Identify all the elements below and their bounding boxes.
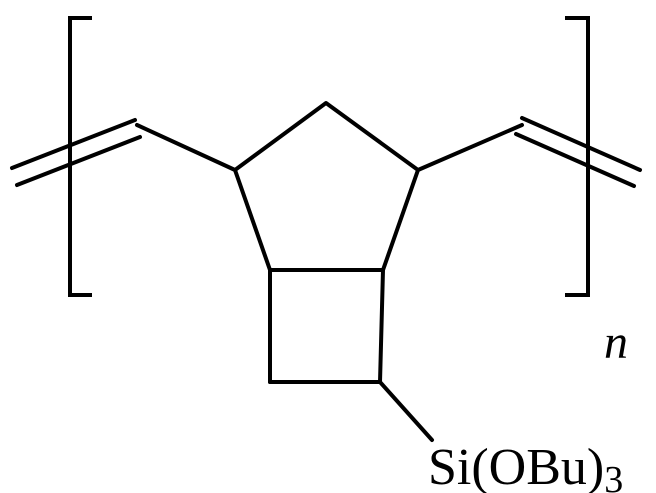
cyclopentane-ring [233,101,420,272]
left-chain-bond [135,123,237,172]
substituent-main-text: Si(OBu) [428,439,604,493]
left-bracket [68,16,92,297]
right-double-bond [514,116,642,188]
cyclobutane-ring [268,268,385,384]
repeat-unit-label: n [604,316,628,369]
substituent-subscript: 3 [604,459,623,493]
right-chain-bond [416,123,524,172]
right-bracket [565,16,590,297]
silyl-bond [378,380,434,442]
silyl-substituent-label: Si(OBu)3 [428,439,623,493]
left-double-bond [10,118,142,187]
